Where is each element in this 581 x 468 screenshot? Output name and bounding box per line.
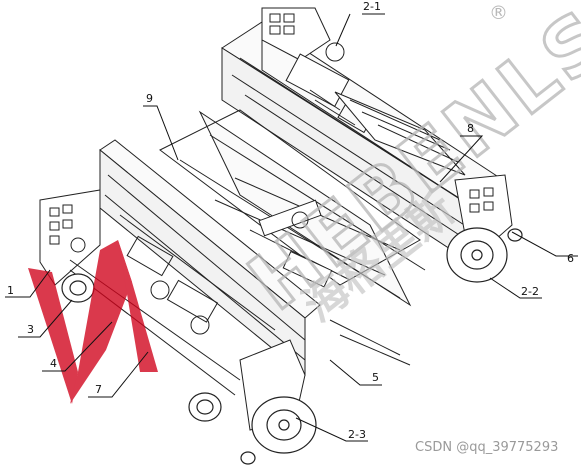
registered-trademark-icon: ® — [489, 2, 508, 24]
callouts: 2-1 9 8 6 2-2 1 3 4 7 5 2-3 — [7, 0, 574, 441]
callout-4: 4 — [50, 357, 57, 370]
callout-2-3: 2-3 — [348, 428, 366, 441]
rear-drive-module — [221, 7, 513, 263]
callout-9: 9 — [146, 92, 153, 105]
callout-8: 8 — [467, 122, 474, 135]
callout-2-2: 2-2 — [521, 285, 539, 298]
callout-2-1: 2-1 — [363, 0, 381, 13]
center-frame — [159, 109, 426, 366]
callout-6: 6 — [567, 252, 574, 265]
callout-5: 5 — [372, 371, 379, 384]
callout-7: 7 — [95, 383, 102, 396]
source-credit: CSDN @qq_39775293 — [415, 440, 559, 455]
leader-lines — [5, 13, 578, 442]
callout-1: 1 — [7, 284, 14, 297]
drive-wheels — [61, 227, 523, 465]
callout-3: 3 — [27, 323, 34, 336]
